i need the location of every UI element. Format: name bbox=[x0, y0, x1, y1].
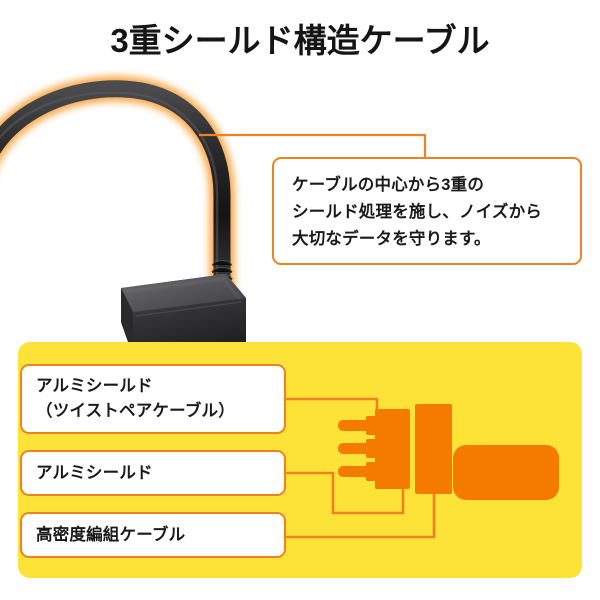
inner-alumi-shield-layer bbox=[375, 409, 410, 489]
cable-structure-diagram bbox=[286, 397, 559, 539]
cable-photo bbox=[0, 60, 300, 360]
callout-line-2: シールド処理を施し、ノイズから bbox=[292, 203, 543, 221]
callout-line-1: ケーブルの中心から3重の bbox=[292, 176, 485, 194]
callout-line-3: 大切なデータを守ります。 bbox=[292, 230, 491, 248]
label-box-high-density-braided-cable: 高密度編組ケーブル bbox=[20, 512, 286, 558]
label-line: （ツイストペアケーブル） bbox=[36, 402, 235, 420]
label-line: 高密度編組ケーブル bbox=[36, 525, 186, 544]
label-line: アルミシールド bbox=[36, 377, 153, 395]
label-box-alumi-shield-twist-pair: アルミシールド （ツイストペアケーブル） bbox=[20, 364, 286, 434]
braided-cable-jacket bbox=[453, 445, 559, 500]
callout-leader-line bbox=[199, 132, 427, 159]
cable-body bbox=[0, 80, 231, 291]
outer-alumi-shield-layer bbox=[415, 404, 452, 494]
cable-connector-housing bbox=[121, 274, 246, 356]
callout-box: ケーブルの中心から3重の シールド処理を施し、ノイズから 大切なデータを守ります… bbox=[272, 157, 582, 265]
page-title: 3重シールド構造ケーブル bbox=[110, 22, 490, 59]
label-box-alumi-shield: アルミシールド bbox=[20, 450, 286, 496]
label-line: アルミシールド bbox=[36, 463, 153, 482]
